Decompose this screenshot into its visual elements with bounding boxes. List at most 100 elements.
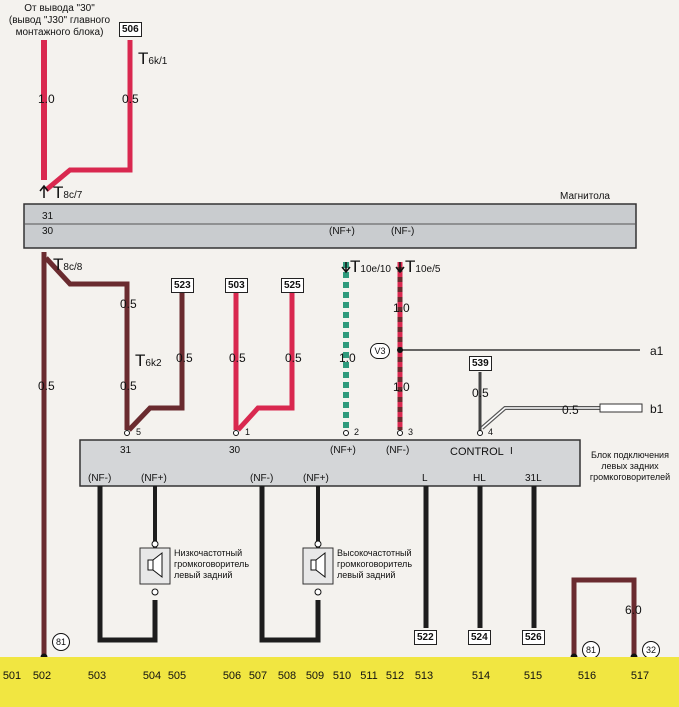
speaker-high-label: Высокочастотный громкоговоритель левый з… [337, 548, 412, 581]
module-control-label: CONTROL [450, 446, 504, 458]
bottom-number-501: 501 [2, 670, 22, 682]
ref-539: 539 [469, 356, 492, 371]
bottom-number-503: 503 [87, 670, 107, 682]
gauge-top-506: 0.5 [122, 92, 139, 106]
gauge-523: 0.5 [176, 351, 193, 365]
radio-rail [23, 203, 637, 249]
pin-label-30: 30 [229, 445, 241, 456]
wire-low-speaker [97, 486, 158, 643]
bottom-label-L: L [422, 473, 428, 484]
header-note: От вывода "30" (вывод "J30" главного мон… [2, 3, 117, 39]
connector-t10e10: T10e/10 [350, 257, 391, 276]
speaker-low-icon [139, 540, 171, 596]
bottom-label-nfp-2: (NF+) [303, 473, 329, 484]
radio-signal-nfp: (NF+) [329, 226, 355, 237]
wire-525 [236, 292, 295, 432]
ref-506: 506 [119, 22, 142, 37]
bottom-number-516: 516 [577, 670, 597, 682]
gauge-nf-plus: 1.0 [339, 351, 356, 365]
pin-num-2: 2 [354, 427, 360, 437]
bottom-number-512: 512 [385, 670, 405, 682]
output-a1: a1 [650, 344, 664, 358]
gauge-31-up: 0.5 [120, 297, 137, 311]
bottom-number-517: 517 [630, 670, 650, 682]
pin-num-1: 1 [245, 427, 251, 437]
node-v3: V3 [370, 343, 390, 359]
speaker-high-line-1: Высокочастотный [337, 548, 412, 558]
module-box [79, 439, 581, 487]
gauge-b1: 0.5 [562, 403, 579, 417]
connector-t6k2: T6k2 [135, 351, 162, 370]
header-note-line-2: (вывод "J30" главного [8, 15, 111, 26]
ref-523: 523 [171, 278, 194, 293]
header-note-line-3: монтажного блока) [15, 27, 104, 38]
module-title-line-3: громкоговорителей [589, 472, 671, 482]
connector-t8c8: T8c/8 [53, 255, 83, 274]
gauge-539: 0.5 [472, 386, 489, 400]
bottom-number-513: 513 [414, 670, 434, 682]
pin-label-nfp: (NF+) [330, 445, 356, 456]
connector-t6k1: T6k/1 [138, 49, 168, 68]
gauge-nf-minus-down: 1.0 [393, 380, 410, 394]
ref-525: 525 [281, 278, 304, 293]
bottom-number-515: 515 [523, 670, 543, 682]
bottom-number-bar [0, 657, 679, 707]
gauge-nf-minus-up: 1.0 [393, 301, 410, 315]
gauge-top-left: 1.0 [38, 92, 55, 106]
module-title: Блок подключения левых задних громкогово… [582, 450, 678, 483]
wire-t8c8-branch [44, 256, 130, 430]
speaker-low-line-2: громкоговоритель [174, 559, 250, 569]
speaker-high-line-2: громкоговоритель [337, 559, 413, 569]
bottom-number-506: 506 [222, 670, 242, 682]
pin-num-5: 5 [136, 427, 142, 437]
connector-t10e5: T10e/5 [405, 257, 441, 276]
speaker-high-icon [302, 540, 334, 596]
bottom-number-507: 507 [248, 670, 268, 682]
speaker-low-line-1: Низкочастотный [174, 548, 243, 558]
bottom-label-nfm-2: (NF-) [250, 473, 274, 484]
pin-label-nfm: (NF-) [386, 445, 410, 456]
bottom-number-509: 509 [305, 670, 325, 682]
wire-high-speaker [259, 486, 321, 643]
bottom-number-504: 504 [142, 670, 162, 682]
connector-t8c7: T8c/7 [53, 183, 83, 202]
output-b1: b1 [650, 402, 664, 416]
gauge-31-down: 0.5 [120, 379, 137, 393]
bottom-label-HL: HL [473, 473, 486, 484]
gauge-525: 0.5 [285, 351, 302, 365]
ref-524: 524 [468, 630, 491, 645]
bottom-label-nfp-1: (NF+) [141, 473, 167, 484]
ref-522: 522 [414, 630, 437, 645]
pin-num-3: 3 [408, 427, 414, 437]
bottom-number-505: 505 [167, 670, 187, 682]
gauge-right: 6.0 [625, 603, 642, 617]
bottom-number-511: 511 [360, 670, 378, 682]
speaker-low-line-3: левый задний [174, 570, 233, 580]
bottom-number-508: 508 [277, 670, 297, 682]
wire-506-to-t8c7 [44, 40, 133, 192]
bottom-label-31L: 31L [525, 473, 542, 484]
speaker-low-label: Низкочастотный громкоговоритель левый за… [174, 548, 249, 581]
module-control-mark: I [510, 446, 513, 457]
header-note-line-1: От вывода "30" [24, 3, 95, 14]
radio-label: Магнитола [560, 191, 610, 202]
module-title-line-2: левых задних [601, 461, 659, 471]
module-title-line-1: Блок подключения [591, 450, 669, 460]
gauge-503: 0.5 [229, 351, 246, 365]
ref-503: 503 [225, 278, 248, 293]
pin-num-4: 4 [488, 427, 494, 437]
bottom-number-514: 514 [471, 670, 491, 682]
radio-pin-30: 30 [42, 226, 54, 237]
bottom-label-nfm-1: (NF-) [88, 473, 112, 484]
radio-pin-31: 31 [42, 211, 54, 222]
bottom-number-510: 510 [332, 670, 352, 682]
ref-526: 526 [522, 630, 545, 645]
gauge-main-ground: 0.5 [38, 379, 55, 393]
bottom-number-502: 502 [32, 670, 52, 682]
ground-mark-81-left: 81 [52, 633, 70, 651]
speaker-high-line-3: левый задний [337, 570, 396, 580]
radio-signal-nfm: (NF-) [391, 226, 415, 237]
pin-label-31: 31 [120, 445, 132, 456]
